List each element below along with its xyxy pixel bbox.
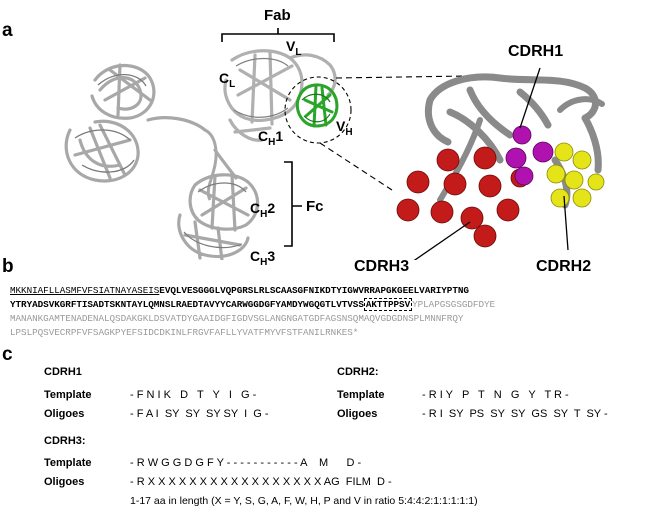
cdrh1-label: CDRH1 (508, 43, 564, 60)
sequence-line-2: YTRYADSVKGRFTISADTSKNTAYLQMNSLRAEDTAVYYC… (10, 298, 496, 311)
cdrh2-title: CDRH2: (337, 366, 379, 378)
fab-label: Fab (264, 7, 291, 24)
cdrh2-oligoes-seq: - R I SY PS SY SY GS SY T SY - (422, 408, 608, 420)
left-fab-ribbon (64, 63, 207, 183)
cdrh3-randomization-note: 1-17 aa in length (X = Y, S, G, A, F, W,… (130, 495, 478, 507)
cdrh3-pointer (413, 221, 471, 260)
cdrh2-label: CDRH2 (536, 258, 592, 275)
vl-label: VL (286, 38, 302, 58)
fab-bracket (221, 28, 335, 42)
cdrh3-template-seq: - R W G G D G F Y - - - - - - - - - - - … (130, 457, 362, 469)
cdrh1-template-label: Template (44, 389, 92, 401)
cdrh2-template-label: Template (337, 389, 385, 401)
cl-label: CL (219, 70, 236, 90)
signal-peptide-seq: MKKNIAFLLASMFVFSIATNAYASEIS (10, 285, 160, 296)
cdrh1-title: CDRH1 (44, 366, 82, 378)
linker-seq: YPLAPGSGSGDFDYE (412, 299, 496, 310)
panel-c-letter: c (2, 344, 13, 365)
boxed-seq: AKTTPPSV (363, 298, 413, 311)
fc-ribbon (177, 148, 260, 260)
panel-b-letter: b (2, 256, 14, 277)
cdrh3-spheres (396, 146, 530, 248)
sequence-line-1: MKKNIAFLLASMFVFSIATNAYASEISEVQLVESGGGLVQ… (10, 285, 469, 296)
zoom-line-top (335, 75, 469, 79)
antibody-structure-figure (64, 28, 605, 260)
fc-label: Fc (306, 198, 324, 215)
panel-a-letter: a (2, 20, 13, 41)
sequence-line-4: LPSLPQSVECRPFVFSAGKPYEFSIDCDKINLFRGVFAFL… (10, 327, 359, 338)
sequence-line-3: MANANKGAMTENADENALQSDAKGKLDSVATDYGAAIDGF… (10, 313, 464, 324)
vh-highlight-circle (284, 76, 352, 144)
vh-domain (295, 83, 339, 128)
zoom-line-bottom (319, 142, 393, 191)
cdrh1-spheres (505, 125, 554, 186)
hinge-ribbon (204, 128, 218, 201)
cdrh3-oligoes-label: Oligoes (44, 476, 85, 488)
cdrh2-oligoes-label: Oligoes (337, 408, 378, 420)
cdrh1-pointer (519, 67, 541, 129)
vh-seq-part2: YTRYADSVKGRFTISADTSKNTAYLQMNSLRAEDTAVYYC… (10, 299, 364, 310)
cdrh2-pointer (563, 195, 569, 251)
vh-label: VH (336, 118, 353, 138)
cdrh3-oligoes-seq: - R X X X X X X X X X X X X X X X X X AG… (130, 476, 392, 488)
cdrh1-oligoes-label: Oligoes (44, 408, 85, 420)
cdrh3-label: CDRH3 (354, 258, 410, 275)
fc-bracket (284, 161, 302, 247)
cdrh2-spheres (546, 142, 605, 208)
cdrh1-oligoes-seq: - F A I SY SY SY SY I G - (130, 408, 269, 420)
cdrh2-template-seq: - R I Y P T N G Y T R - (422, 389, 569, 401)
cdrh1-template-seq: - F N I K D T Y I G - (130, 389, 257, 401)
ch2-label: CH2 (250, 200, 276, 220)
ch3-label: CH3 (250, 248, 276, 268)
ch1-label: CH1 (258, 128, 284, 148)
vh-seq-part1: EVQLVESGGGLVQPGRSLRLSCAASGFNIKDTYIGWVRRA… (159, 285, 469, 296)
cdrh3-template-label: Template (44, 457, 92, 469)
cdrh3-title: CDRH3: (44, 435, 86, 447)
left-fab-ribbon-dark (74, 73, 147, 173)
